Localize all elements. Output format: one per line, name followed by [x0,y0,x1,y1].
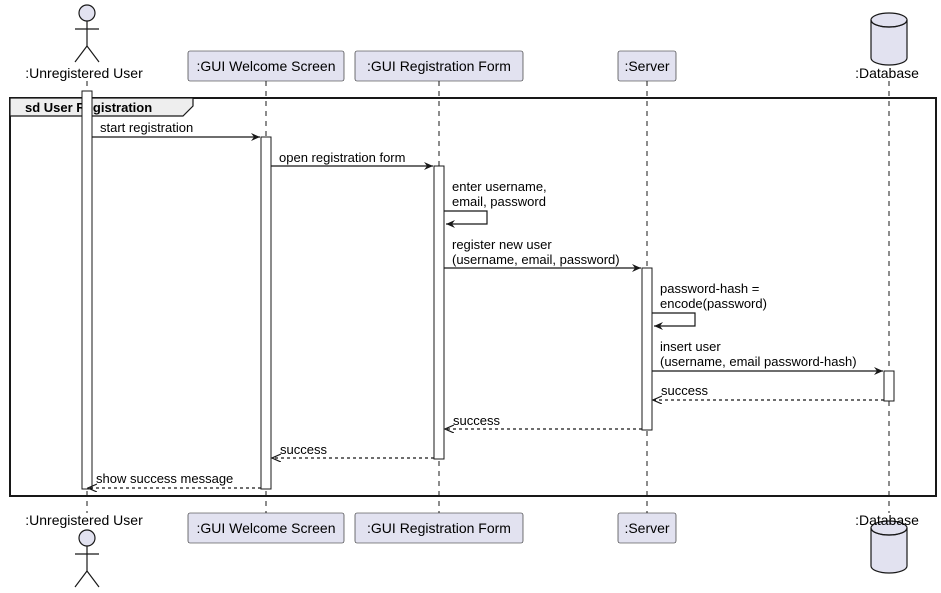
participant-label: :GUI Registration Form [367,520,511,536]
message-password-hash-arrow [652,312,696,330]
message-register-new-user-label: register new user [452,237,552,252]
message-enter-username-label: enter username, [452,179,547,194]
activation-regform [433,165,445,460]
message-register-new-user-label: (username, email, password) [452,252,620,267]
participant-label: :GUI Welcome Screen [196,520,335,536]
activation-db [883,370,895,402]
message-success-label: success [280,442,327,457]
message-password-hash: password-hash =encode(password) [652,281,767,330]
participant-welcome-top: :GUI Welcome Screen [187,50,345,82]
message-show-success-message-label: show success message [96,471,233,486]
participant-label: :Unregistered User [25,512,143,528]
message-password-hash-label: encode(password) [660,296,767,311]
message-success: success [653,383,884,400]
activation-user [81,90,93,490]
participant-user-top: :Unregistered User [25,4,143,81]
activation-server [641,267,653,431]
message-insert-user-label: insert user [660,339,721,354]
participant-welcome-bottom: :GUI Welcome Screen [187,512,345,544]
participant-server-top: :Server [617,50,677,82]
participant-box [617,512,677,544]
participant-label: :Database [855,512,919,528]
message-insert-user-label: (username, email password-hash) [660,354,857,369]
participant-regform-top: :GUI Registration Form [354,50,524,82]
message-show-success-message: show success message [88,471,261,488]
actor-icon [74,529,100,588]
participant-label: :GUI Registration Form [367,58,511,74]
message-open-registration-form-label: open registration form [279,150,405,165]
message-success-label: success [661,383,708,398]
message-password-hash-label: password-hash = [660,281,759,296]
database-icon [870,12,908,66]
participant-label: :Database [855,65,919,81]
message-start-registration: start registration [92,120,260,141]
participant-box [354,50,524,82]
participant-label: :Server [624,520,669,536]
participant-box [187,50,345,82]
message-insert-user: insert user(username, email password-has… [652,339,883,375]
participant-regform-bottom: :GUI Registration Form [354,512,524,544]
message-start-registration-label: start registration [100,120,193,135]
message-enter-username-arrow [444,210,488,228]
message-success-label: success [453,413,500,428]
actor-icon [74,4,100,63]
message-register-new-user: register new user(username, email, passw… [444,237,641,272]
message-open-registration-form: open registration form [271,150,433,170]
participant-box [354,512,524,544]
participant-box [617,50,677,82]
participant-db-top: :Database [855,12,919,81]
participant-label: :Server [624,58,669,74]
message-enter-username: enter username,email, password [444,179,547,228]
message-success: success [445,413,642,429]
participant-label: :Unregistered User [25,65,143,81]
frame-title-tab [9,97,194,117]
message-enter-username-label: email, password [452,194,546,209]
participant-label: :GUI Welcome Screen [196,58,335,74]
participant-db-bottom: :Database [855,512,919,574]
frame-border [9,97,937,497]
message-success: success [272,442,434,458]
participant-server-bottom: :Server [617,512,677,544]
activation-welcome [260,136,272,490]
database-icon [870,520,908,574]
participant-box [187,512,345,544]
participant-user-bottom: :Unregistered User [25,512,143,588]
